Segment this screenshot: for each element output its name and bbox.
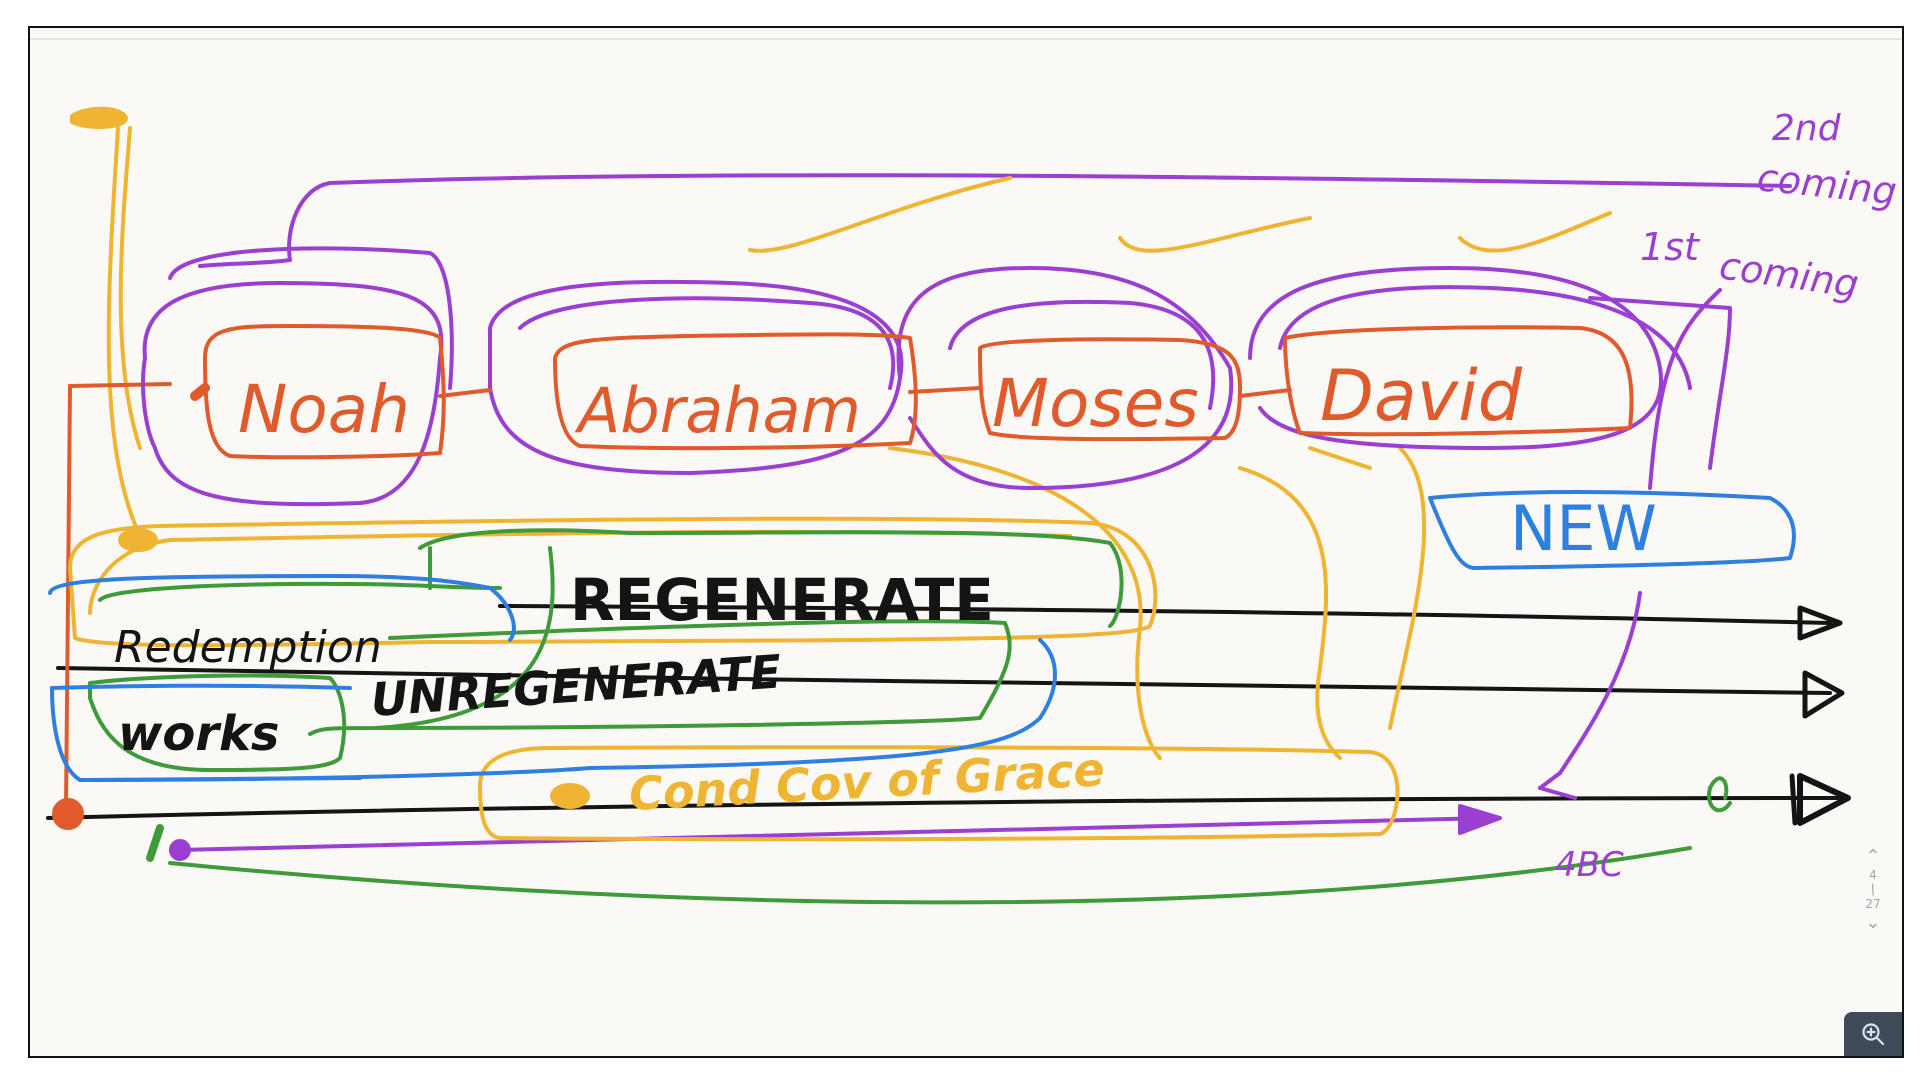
chevron-down-icon[interactable]: ⌄ <box>1865 912 1881 933</box>
label-david: David <box>1320 355 1523 437</box>
chevron-up-icon[interactable]: ⌃ <box>1865 846 1881 867</box>
gold-connectors <box>748 176 1612 760</box>
arrowhead-top <box>1797 605 1843 641</box>
label-abraham: Abraham <box>574 374 861 447</box>
label-second-coming-word: coming <box>1755 155 1899 213</box>
label-cond-cov-of-grace: Cond Cov of Grace <box>628 742 1106 821</box>
purple-coming-lines <box>169 173 1792 861</box>
top-divider <box>30 38 1902 40</box>
timeline-top <box>498 604 1832 625</box>
purple-name-ovals <box>141 246 1732 507</box>
gold-cond-cov-box <box>478 745 1400 842</box>
coming-labels: 2nd coming 1st coming <box>1640 108 1899 306</box>
label-redemption: Redemption <box>114 622 382 673</box>
blue-boxes <box>48 490 1796 782</box>
whiteboard-canvas[interactable]: Noah Abraham Moses David NEW REGENERATE … <box>30 28 1902 1056</box>
name-labels: Noah Abraham Moses David <box>238 355 1523 448</box>
label-moses: Moses <box>992 365 1199 442</box>
whiteboard-frame: Noah Abraham Moses David NEW REGENERATE … <box>28 26 1904 1058</box>
arrowhead-bottom <box>1797 773 1851 826</box>
timeline-lines <box>46 604 1851 826</box>
timeline-middle <box>56 666 1832 695</box>
label-noah: Noah <box>238 371 410 448</box>
label-second-coming-num: 2nd <box>1772 108 1842 149</box>
zoom-in-button[interactable] <box>1844 1012 1902 1056</box>
label-unregenerate: UNREGENERATE <box>369 644 783 727</box>
orange-name-boxes <box>190 324 1634 460</box>
timeline-bottom <box>46 796 1842 820</box>
label-4bc: 4BC <box>1555 845 1624 885</box>
label-first-coming-word: coming <box>1717 243 1862 306</box>
label-works: works <box>118 706 279 762</box>
arrowhead-middle <box>1802 670 1845 719</box>
total-pages: 27 <box>1865 897 1881 911</box>
label-new: NEW <box>1510 492 1657 565</box>
orange-start <box>52 382 172 830</box>
current-page: 4 <box>1869 868 1877 882</box>
label-regenerate: REGENERATE <box>570 566 994 634</box>
label-first-coming-num: 1st <box>1640 225 1701 269</box>
zoom-in-icon <box>1862 1023 1885 1046</box>
page-navigator: ⌃ 4 / 27 ⌄ <box>1856 846 1890 976</box>
gold-marker <box>70 106 158 552</box>
green-boxes <box>88 528 1732 905</box>
arrowhead-bottom-bar <box>1789 773 1798 826</box>
